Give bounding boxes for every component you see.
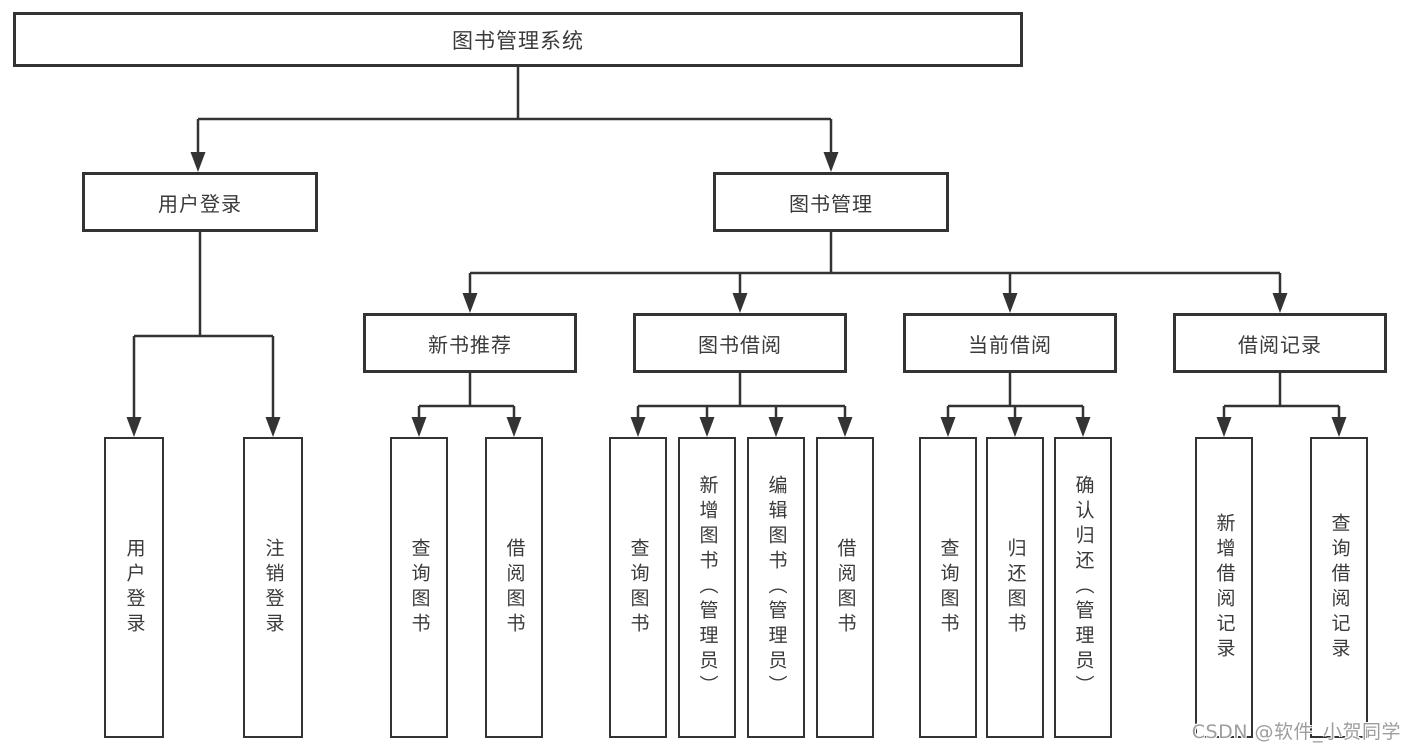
leaf-return-book: 归还图书 bbox=[986, 437, 1044, 738]
leaf-user-login: 用户登录 bbox=[104, 437, 164, 738]
node-new-book-recommend: 新书推荐 bbox=[363, 313, 577, 373]
leaf-add-book-admin: 新增图书（管理员） bbox=[678, 437, 736, 738]
leaf-borrow-book-recommend: 借阅图书 bbox=[485, 437, 543, 738]
leaf-query-book-recommend: 查询图书 bbox=[390, 437, 448, 738]
leaf-confirm-return-admin: 确认归还（管理员） bbox=[1054, 437, 1112, 738]
node-borrow-record: 借阅记录 bbox=[1173, 313, 1387, 373]
leaf-add-borrow-record: 新增借阅记录 bbox=[1195, 437, 1253, 738]
node-book-borrow: 图书借阅 bbox=[633, 313, 847, 373]
leaf-query-book-current: 查询图书 bbox=[919, 437, 977, 738]
leaf-query-borrow-record: 查询借阅记录 bbox=[1310, 437, 1368, 738]
leaf-borrow-book: 借阅图书 bbox=[816, 437, 874, 738]
node-current-borrow: 当前借阅 bbox=[903, 313, 1117, 373]
node-user-login: 用户登录 bbox=[82, 172, 318, 232]
node-book-management: 图书管理 bbox=[713, 172, 949, 232]
leaf-query-book-borrow: 查询图书 bbox=[609, 437, 667, 738]
leaf-logout: 注销登录 bbox=[243, 437, 303, 738]
node-system-root: 图书管理系统 bbox=[13, 12, 1023, 67]
arrowheads bbox=[126, 152, 1347, 437]
csdn-watermark: CSDN @软件_小贺同学 bbox=[1191, 721, 1401, 743]
leaf-edit-book-admin: 编辑图书（管理员） bbox=[747, 437, 805, 738]
